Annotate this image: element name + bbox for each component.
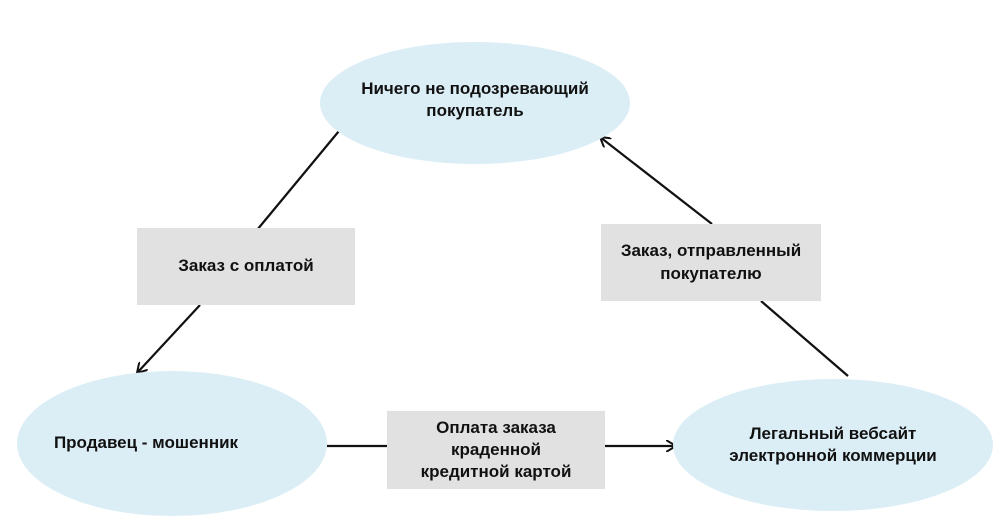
connector-top-to-order-label <box>256 130 340 231</box>
node-legit-ecommerce-site: Легальный вебсайт электронной коммерции <box>673 379 993 511</box>
edge-label-stolen-card-payment-text: Оплата заказа краденной кредитной картой <box>420 417 572 482</box>
edge-label-order-shipped: Заказ, отправленный покупателю <box>601 224 821 301</box>
edge-label-order-shipped-text: Заказ, отправленный покупателю <box>620 241 802 283</box>
node-legit-ecommerce-site-label: Легальный вебсайт электронной коммерции <box>729 423 937 465</box>
edge-label-paid-order-text: Заказ с оплатой <box>178 256 314 276</box>
connector-website-to-shipment-label <box>760 300 849 377</box>
edge-label-paid-order: Заказ с оплатой <box>137 228 355 305</box>
edge-label-stolen-card-payment: Оплата заказа краденной кредитной картой <box>387 411 605 489</box>
node-unsuspecting-buyer-label: Ничего не подозревающий покупатель <box>361 78 589 120</box>
node-fraudulent-seller-label: Продавец - мошенник <box>53 433 239 453</box>
arrow-shipment-to-buyer <box>600 137 713 225</box>
node-unsuspecting-buyer: Ничего не подозревающий покупатель <box>320 42 630 164</box>
node-fraudulent-seller: Продавец - мошенник <box>17 371 327 516</box>
arrow-order-to-seller <box>137 304 201 373</box>
